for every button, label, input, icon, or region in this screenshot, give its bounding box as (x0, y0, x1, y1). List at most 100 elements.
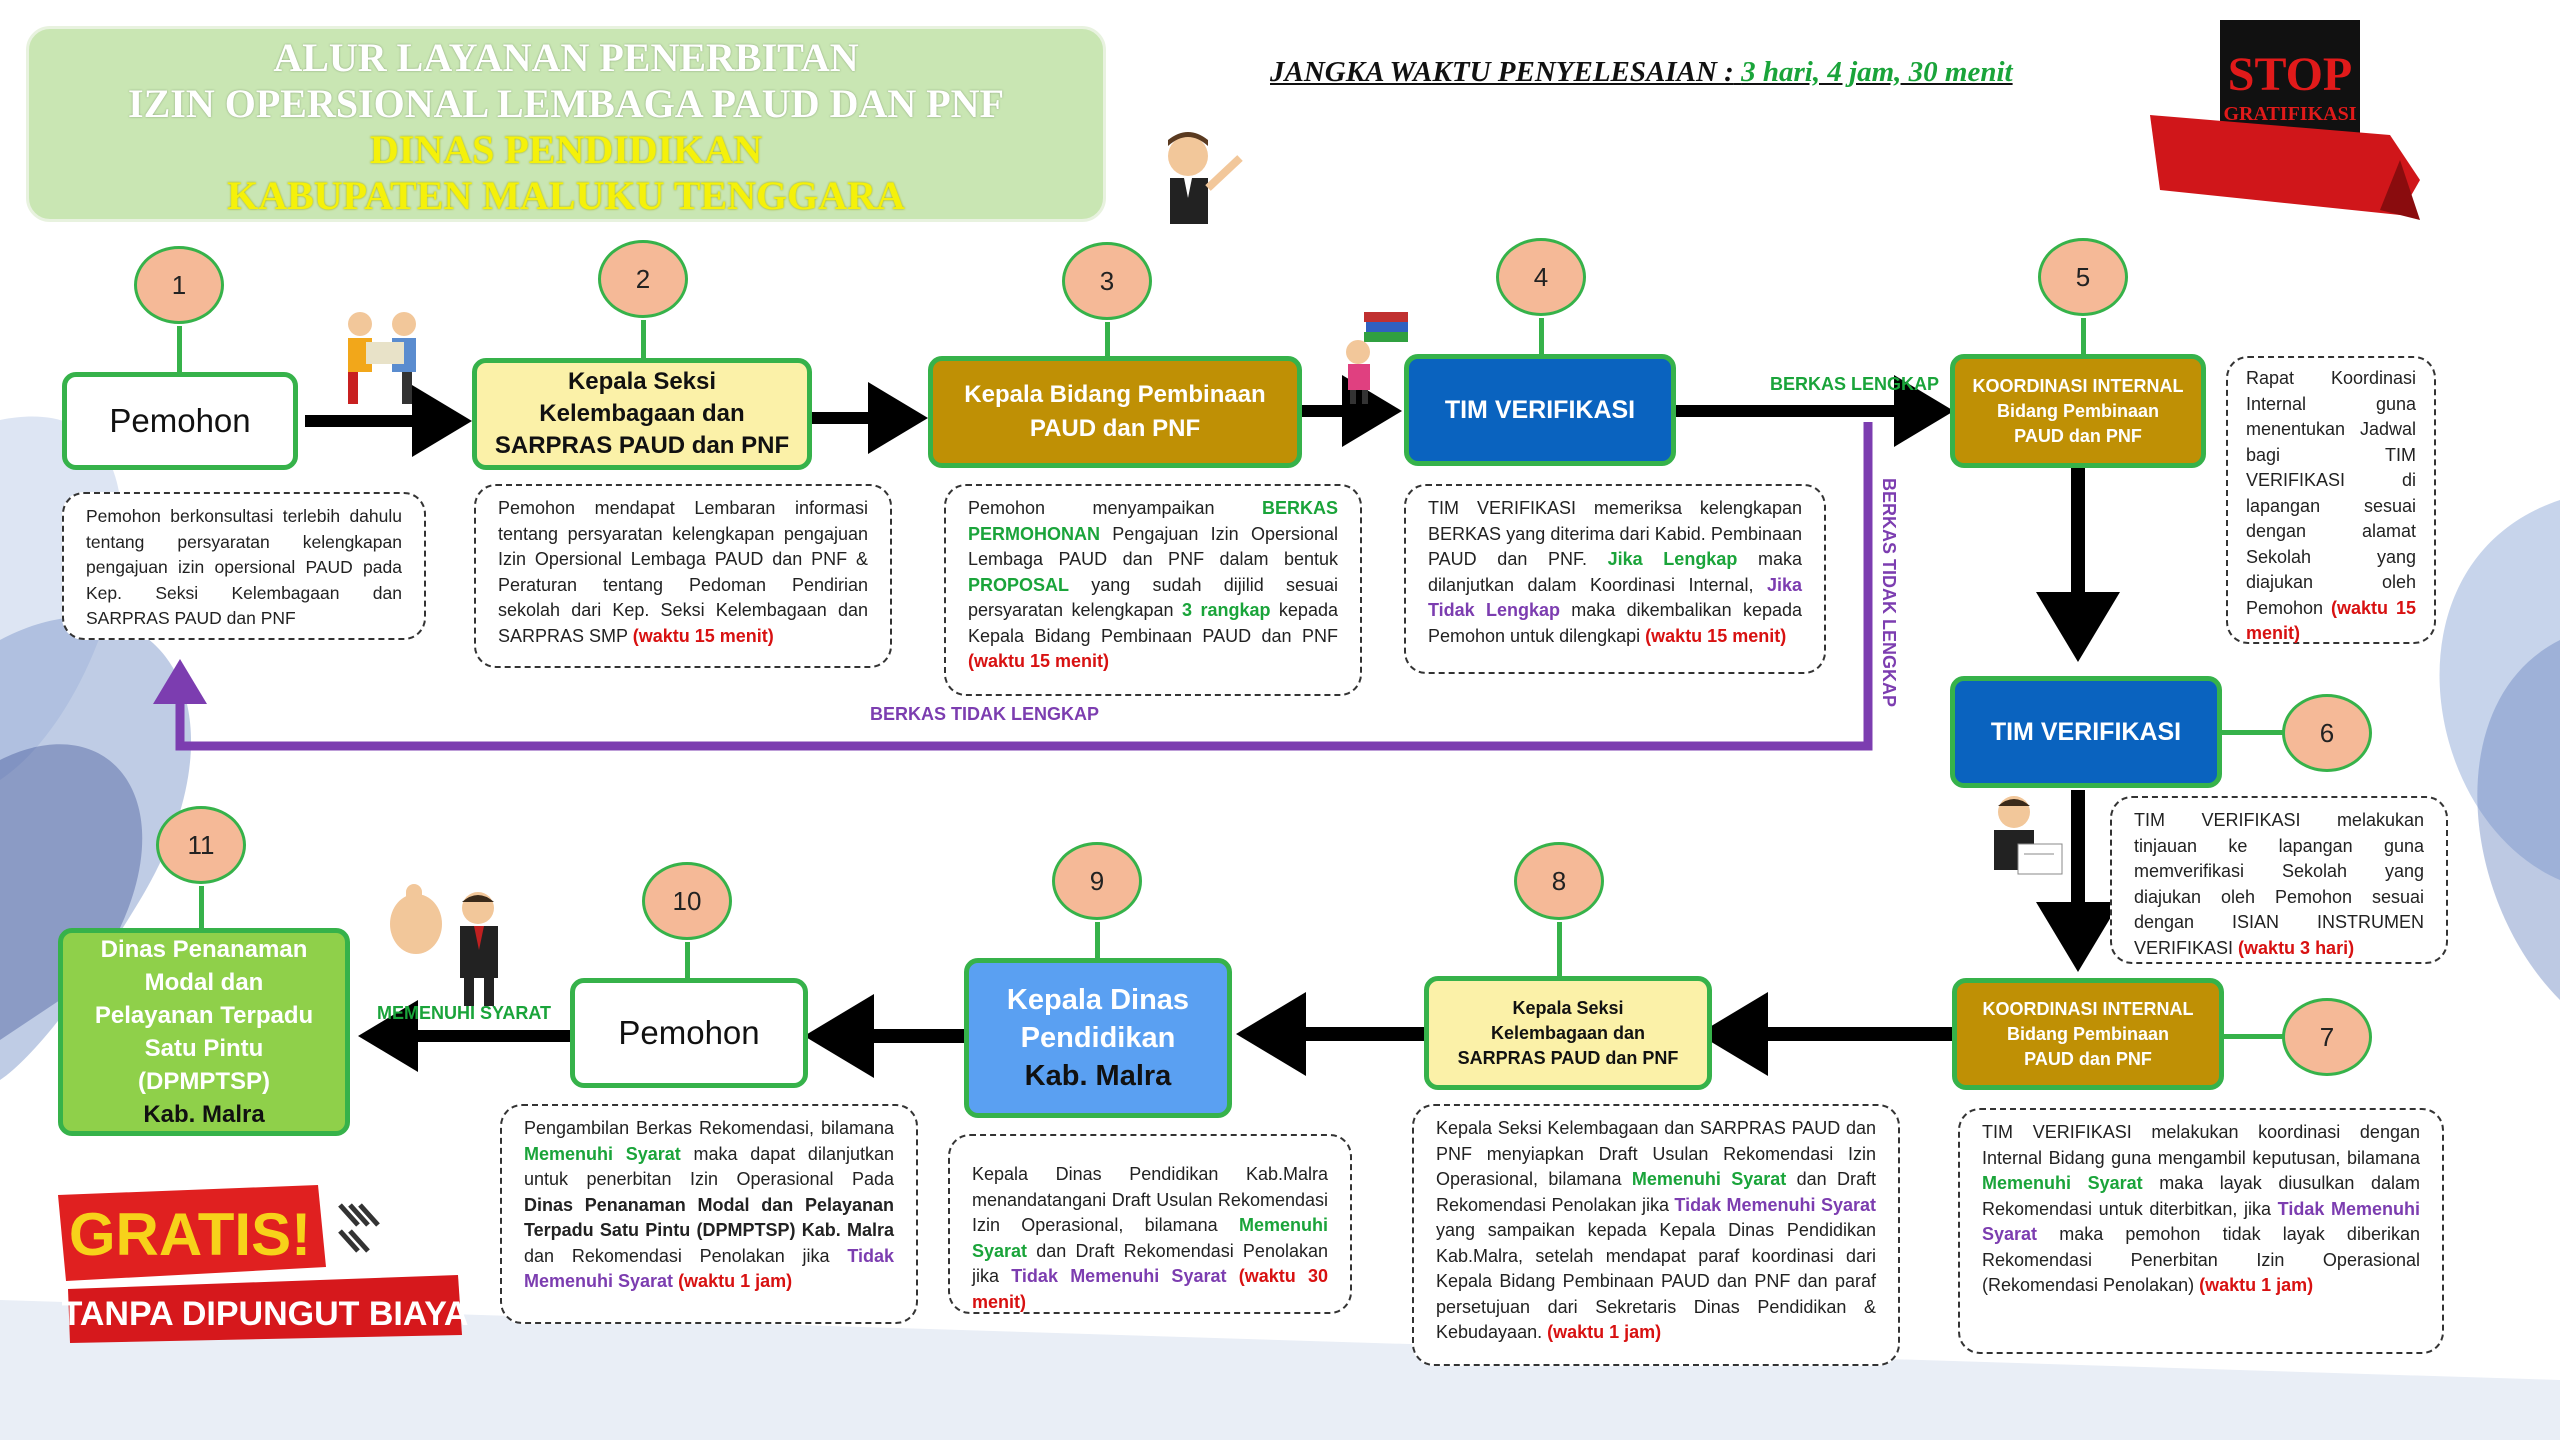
d4-d: Jika Tidak Lengkap (1428, 574, 1802, 621)
box4-label: TIM VERIFIKASI (1444, 395, 1636, 424)
desc-step-9: Kepala Dinas Pendidikan Kab.Malra menand… (948, 1134, 1352, 1314)
box9-line-3: Kab. Malra (1024, 1060, 1172, 1092)
d9-a: Kepala Dinas Pendidikan Kab.Malra menand… (972, 1164, 1328, 1235)
d10-e: dan Rekomendasi Penolakan jika (524, 1245, 830, 1266)
box-koordinasi-internal-5: KOORDINASI INTERNAL Bidang Pembinaan PAU… (1950, 354, 2206, 468)
box11-line-6: Kab. Malra (143, 1101, 265, 1128)
stem-5 (2081, 318, 2086, 356)
desc-step-4: TIM VERIFIKASI memeriksa kelengkapan BER… (1404, 484, 1826, 674)
d3-c: Pengajuan Izin Opersional Lembaga PAUD d… (968, 523, 1338, 570)
desc-step-5: Rapat Koordinasi Internal guna menentuka… (2226, 356, 2436, 644)
box-koordinasi-internal-7: KOORDINASI INTERNAL Bidang Pembinaan PAU… (1952, 978, 2224, 1090)
deadline: JANGKA WAKTU PENYELESAIAN : 3 hari, 4 ja… (1270, 56, 2013, 89)
box-kepala-seksi-8: Kepala Seksi Kelembagaan dan SARPRAS PAU… (1424, 976, 1712, 1090)
label-berkas-tidak-lengkap: BERKAS TIDAK LENGKAP (870, 704, 1100, 724)
box-tim-verifikasi-4: TIM VERIFIKASI (1404, 354, 1676, 466)
box9-line-2: Pendidikan (1020, 1022, 1176, 1054)
desc-step-8: Kepala Seksi Kelembagaan dan SARPRAS PAU… (1412, 1104, 1900, 1366)
connector-7 (2222, 1034, 2286, 1039)
title-line-2: IZIN OPERSIONAL LEMBAGA PAUD DAN PNF (128, 81, 1004, 126)
step-number-4: 4 (1496, 238, 1586, 316)
d3-d: PROPOSAL (968, 574, 1070, 595)
desc-step-3: Pemohon menyampaikan BERKAS PERMOHONAN P… (944, 484, 1362, 696)
stem-10 (685, 942, 690, 980)
box-pemohon-1-label: Pemohon (109, 402, 251, 439)
d8-d: Tidak Memenuhi Syarat (1674, 1194, 1876, 1215)
box11-line-4: Satu Pintu (144, 1035, 264, 1062)
box5-line-2: Bidang Pembinaan (1996, 400, 2160, 421)
d8-time: (waktu 1 jam) (1547, 1322, 1662, 1342)
desc-step-7: TIM VERIFIKASI melakukan koordinasi deng… (1958, 1108, 2444, 1354)
d3-e: yang sudah dijilid sesuai persyaratan ke… (968, 574, 1338, 621)
d7-d: Tidak Memenuhi Syarat (1982, 1198, 2420, 1245)
box-kepala-seksi-2: Kepala Seksi Kelembagaan dan SARPRAS PAU… (472, 358, 812, 470)
step-number-1: 1 (134, 246, 224, 324)
box10-label: Pemohon (618, 1014, 760, 1051)
stem-8 (1557, 922, 1562, 978)
box2-line-2: Kelembagaan dan (539, 400, 745, 427)
step-number-9: 9 (1052, 842, 1142, 920)
desc-step-5-time: (waktu 15 menit) (2246, 597, 2416, 644)
step-number-10: 10 (642, 862, 732, 940)
d10-f: Tidak Memenuhi Syarat (524, 1245, 894, 1292)
couple-map-icon (348, 312, 416, 404)
d10-a: Pengambilan Berkas Rekomendasi, bilamana (524, 1118, 894, 1138)
box5-line-3: PAUD dan PNF (2014, 425, 2142, 446)
return-path-tidak-lengkap (153, 422, 1873, 751)
man-writing-icon (1994, 796, 2063, 875)
box8-line-1: Kepala Seksi (1512, 997, 1624, 1018)
d10-d: Dinas Penanaman Modal dan Pelayanan Terp… (524, 1194, 894, 1241)
d8-c: dan Draft Rekomendasi Penolakan jika (1436, 1169, 1876, 1215)
desc-step-6: TIM VERIFIKASI melakukan tinjauan ke lap… (2110, 796, 2448, 964)
step-number-11: 11 (156, 806, 246, 884)
d9-time: (waktu 30 menit) (972, 1266, 1329, 1312)
d7-a: TIM VERIFIKASI melakukan koordinasi deng… (1982, 1122, 2420, 1168)
stem-2 (641, 320, 646, 360)
girl-books-icon (1346, 312, 1408, 404)
box7-line-3: PAUD dan PNF (2024, 1048, 2152, 1069)
stem-4 (1539, 318, 1544, 356)
d3-g: kepada Kepala Bidang Pembinaan PAUD dan … (968, 600, 1338, 646)
desc-step-1-text: Pemohon berkonsultasi terlebih dahulu te… (86, 506, 402, 628)
box9-line-1: Kepala Dinas (1006, 984, 1190, 1016)
d3-time: (waktu 15 menit) (968, 651, 1110, 671)
title-panel: ALUR LAYANAN PENERBITAN IZIN OPERSIONAL … (26, 26, 1106, 222)
stem-9 (1095, 922, 1100, 960)
d10-b: Memenuhi Syarat (524, 1143, 681, 1164)
step-number-8: 8 (1514, 842, 1604, 920)
d3-f: 3 rangkap (1182, 600, 1271, 620)
d3-a: Pemohon menyampaikan (968, 498, 1215, 518)
gratis-text: GRATIS! (69, 1201, 311, 1268)
gratis-badge: GRATIS! TANPA DIPUNGUT BIAYA (58, 1185, 468, 1343)
box11-line-5: (DPMPTSP) (138, 1068, 270, 1095)
d7-time: (waktu 1 jam) (2199, 1275, 2314, 1295)
box-pemohon-1: Pemohon (62, 372, 298, 470)
d9-b: Memenuhi Syarat (972, 1215, 1328, 1261)
desc-step-2: Pemohon mendapat Lembaran informasi tent… (474, 484, 892, 668)
stem-11 (199, 886, 204, 930)
d4-a: TIM VERIFIKASI memeriksa kelengkapan BER… (1428, 498, 1802, 569)
stamp-stop-text: STOP (2228, 48, 2353, 101)
stop-gratifikasi-stamp: STOP GRATIFIKASI (2150, 20, 2420, 220)
desc-step-10: Pengambilan Berkas Rekomendasi, bilamana… (500, 1104, 918, 1324)
thumbs-up-man-icon (390, 884, 498, 1006)
box11-line-1: Dinas Penanaman (100, 936, 308, 963)
d7-c: maka layak diusulkan dalam Rekomendasi u… (1982, 1173, 2420, 1219)
box8-line-2: Kelembagaan dan (1490, 1022, 1646, 1043)
stamp-gratifikasi-text: GRATIFIKASI (2224, 103, 2357, 125)
desc-step-6-time: (waktu 3 hari) (2238, 937, 2355, 958)
desc-step-5-text: Rapat Koordinasi Internal guna menentuka… (2246, 368, 2416, 618)
step-number-3: 3 (1062, 242, 1152, 320)
step-number-7: 7 (2282, 998, 2372, 1076)
d4-b: Jika Lengkap (1607, 549, 1738, 569)
connector-6 (2220, 730, 2286, 735)
d8-b: Memenuhi Syarat (1631, 1169, 1787, 1189)
box6-label: TIM VERIFIKASI (1990, 717, 2182, 746)
d4-c: maka dilanjutkan dalam Koordinasi Intern… (1428, 549, 1802, 595)
box2-line-3: SARPRAS PAUD dan PNF (494, 432, 790, 459)
box8-line-3: SARPRAS PAUD dan PNF (1457, 1047, 1679, 1068)
box11-line-2: Modal dan (144, 969, 264, 996)
deadline-label: JANGKA WAKTU PENYELESAIAN : (1270, 56, 1734, 88)
